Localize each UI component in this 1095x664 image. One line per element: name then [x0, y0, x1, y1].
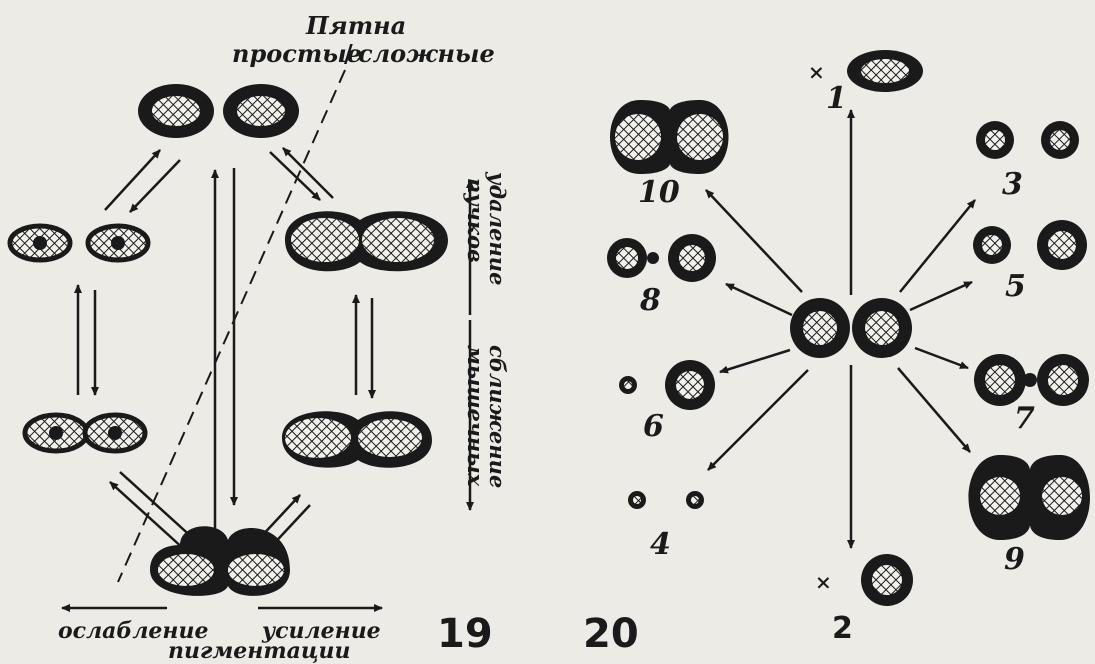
- figure-19: [7, 69, 474, 612]
- variant-6-label: 6: [643, 409, 664, 444]
- variant-8-spots: [607, 234, 716, 282]
- figure-19-number: 19: [437, 611, 493, 657]
- header-separator: /: [344, 39, 353, 68]
- pigmentation-label: пигментации: [168, 638, 351, 664]
- muscle-label: мышечных: [463, 345, 488, 487]
- variant-9-spot: [968, 455, 1090, 540]
- variant-1-spot: [847, 50, 923, 92]
- marker-bottom: ×: [815, 570, 832, 594]
- spot-center-pair: [790, 298, 912, 358]
- variant-9-label: 9: [1004, 542, 1025, 577]
- variant-1-label: 1: [826, 81, 847, 116]
- transition-arrows-19: [61, 147, 383, 612]
- spot-right-lower-merged: [282, 411, 432, 468]
- variant-4-label: 4: [650, 527, 671, 562]
- weakening-label: ослабление: [58, 618, 209, 644]
- spot-bottom-merged: [150, 526, 290, 596]
- marker-top: ×: [808, 60, 825, 84]
- variant-2-spot: [861, 554, 913, 606]
- variant-7-spots: [974, 354, 1089, 406]
- spot-left-upper-pair: [7, 223, 151, 263]
- simple-spots-label: простые: [232, 39, 362, 68]
- variant-2-label: 2: [832, 611, 853, 646]
- variant-3-spots: [976, 121, 1079, 159]
- variant-8-label: 8: [640, 283, 661, 318]
- variant-3-label: 3: [1002, 167, 1023, 202]
- variant-6-spots: [619, 360, 715, 410]
- variant-5-label: 5: [1005, 269, 1026, 304]
- variant-4-spots: [628, 491, 704, 509]
- spot-right-upper-merged: [285, 211, 448, 272]
- approach-label: сближение: [485, 345, 510, 489]
- bundles-label: пучков: [463, 178, 488, 263]
- strengthening-label: усиление: [262, 618, 381, 644]
- variant-arrows-20: [705, 109, 976, 549]
- variant-5-spots: [973, 220, 1087, 270]
- spot-top-pair: [138, 84, 299, 138]
- variant-7-label: 7: [1014, 401, 1035, 436]
- figure-20-number: 20: [583, 611, 639, 657]
- simple-complex-divider: [117, 69, 346, 583]
- variant-10-spot: [610, 100, 729, 174]
- complex-spots-label: сложные: [358, 39, 495, 68]
- figure-20: [607, 50, 1090, 606]
- spot-left-lower-pair: [22, 412, 148, 454]
- variant-10-label: 10: [638, 175, 680, 210]
- removal-label: удаление: [485, 172, 510, 286]
- spots-heading: Пятна: [306, 11, 407, 40]
